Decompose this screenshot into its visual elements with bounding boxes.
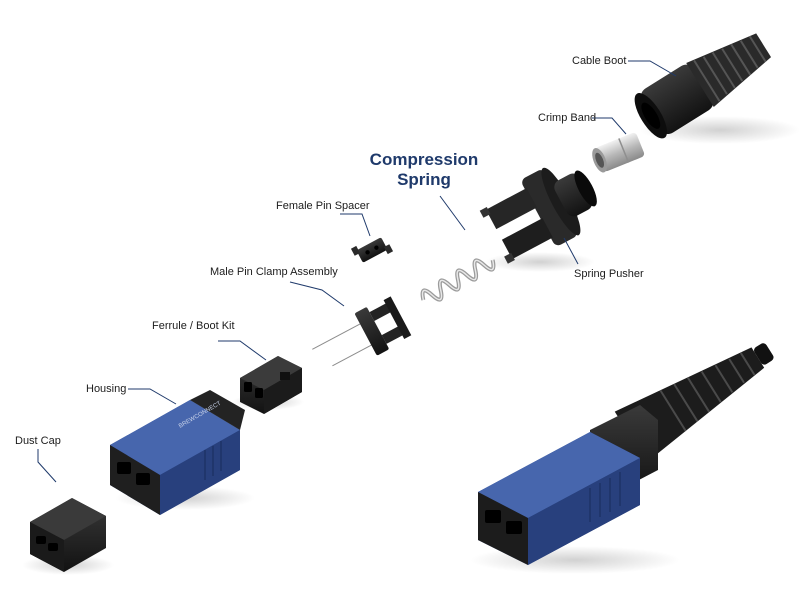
label-compression-spring-line2: Spring — [397, 170, 451, 189]
crimp-band-part — [592, 132, 645, 173]
leader-crimp-band — [592, 117, 627, 135]
leader-male-pin-clamp — [289, 281, 345, 307]
label-compression-spring-line1: Compression — [369, 150, 479, 169]
label-housing: Housing — [86, 383, 127, 395]
label-ferrule-boot-kit: Ferrule / Boot Kit — [152, 320, 235, 332]
label-female-pin-spacer: Female Pin Spacer — [276, 200, 370, 212]
spring-pusher-part — [479, 167, 597, 272]
leader-dust-cap — [37, 449, 57, 483]
leader-compression-spring — [439, 195, 466, 231]
label-cable-boot: Cable Boot — [572, 55, 627, 67]
compression-spring-part — [420, 258, 496, 302]
label-male-pin-clamp-assembly: Male Pin Clamp Assembly — [210, 266, 338, 278]
label-dust-cap: Dust Cap — [15, 435, 61, 447]
leader-cable-boot — [628, 60, 677, 77]
dust-cap-part — [22, 498, 114, 575]
leader-ferrule-boot-kit — [218, 340, 267, 361]
leader-housing — [128, 388, 177, 405]
housing-part: BREWCONNECT — [110, 390, 255, 515]
cable-boot-part — [634, 33, 800, 144]
male-pin-clamp-part — [309, 296, 412, 369]
assembled-connector — [470, 343, 774, 574]
label-spring-pusher: Spring Pusher — [574, 268, 644, 280]
leader-lines — [37, 60, 677, 483]
leader-female-pin-spacer — [340, 213, 371, 237]
ferrule-boot-kit-part — [232, 356, 304, 414]
label-crimp-band: Crimp Band — [538, 112, 597, 124]
leader-spring-pusher — [563, 237, 579, 265]
label-compression-spring: Compression Spring — [362, 150, 486, 190]
female-pin-spacer-part — [350, 237, 394, 263]
